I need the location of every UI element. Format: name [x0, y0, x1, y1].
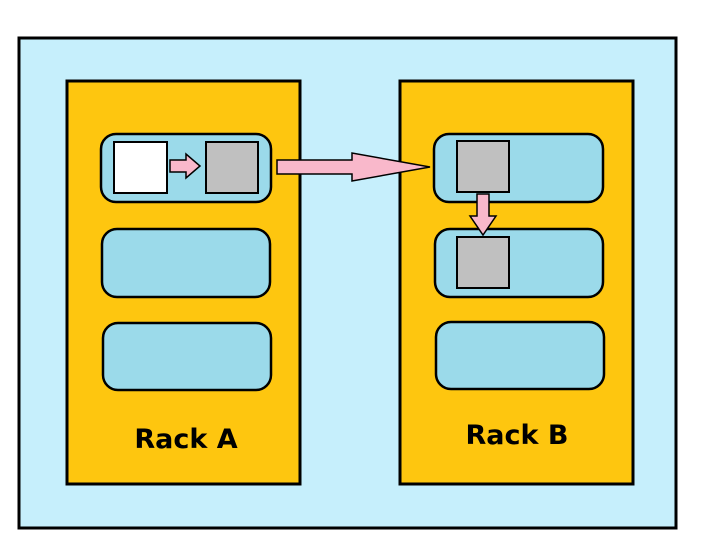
- local-replication-arrow: [169, 152, 202, 180]
- rack-b-node-3: [434, 320, 606, 391]
- rack-a-node-2: [100, 227, 272, 299]
- cross-rack-replication-arrow: [276, 152, 431, 182]
- rack-a-label: Rack A: [134, 424, 237, 455]
- intra-rack-replication-arrow: [468, 193, 498, 237]
- original-block: [113, 141, 168, 194]
- replica-block-b2: [456, 236, 510, 289]
- rack-b-label: Rack B: [466, 420, 569, 451]
- rack-a-node-3: [101, 321, 273, 392]
- rack-a: Rack A: [65, 79, 302, 486]
- replica-block-a1: [205, 141, 259, 194]
- replica-block-b1: [456, 140, 510, 193]
- rack-b: Rack B: [398, 79, 635, 486]
